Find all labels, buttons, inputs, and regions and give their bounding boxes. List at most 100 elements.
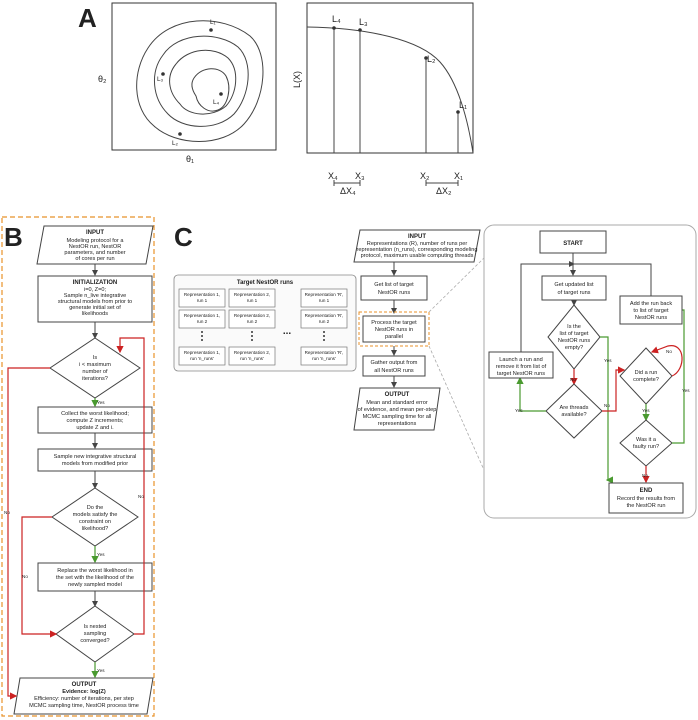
curve-x-tick-x4: X₄ <box>328 171 338 181</box>
panel-c-detail-flow: START Get updated list of target runs Is… <box>483 224 697 519</box>
run-cell-label: run 'n_runs' <box>240 356 264 361</box>
b-init-line-4: generate initial set of <box>69 305 121 311</box>
c-output-line-4: representations <box>378 421 417 427</box>
run-cell <box>178 288 226 308</box>
run-cell-label: Representation 1, <box>184 313 220 318</box>
contour-point-l4: L₄ <box>213 99 220 106</box>
run-cell-label: Representation 1, <box>184 350 220 355</box>
contour-point-l1: L₁ <box>210 19 216 26</box>
c-get-list-line-2: NestOR runs <box>378 290 411 296</box>
b-output-line-2: Efficiency: number of iterations, per st… <box>34 696 134 702</box>
b-init-title: INITIALIZATION <box>73 280 118 286</box>
run-cell <box>178 346 226 366</box>
run-cell-label: run 1 <box>247 298 258 303</box>
b-input-line-3: parameters, and number <box>64 250 125 256</box>
d-no-complete: No <box>666 349 672 354</box>
run-cell <box>178 309 226 329</box>
curve-point-l4: L₄ <box>332 14 341 24</box>
c-get-list-line-1: Get list of target <box>374 282 414 288</box>
run-cell-label: Representation 'R', <box>305 350 344 355</box>
b-no-decision1: No <box>4 510 10 515</box>
run-cell <box>228 288 276 308</box>
panel-label-a: A <box>78 3 97 33</box>
ellipsis-dot <box>251 339 253 341</box>
run-cell-label: Representation 2, <box>234 313 270 318</box>
runs-ellipsis: ... <box>283 326 292 337</box>
b-input-line-2: NestOR run, NestOR <box>69 244 122 250</box>
panel-c-main-flow: INPUT Representations (R), number of run… <box>353 229 485 471</box>
run-cell <box>300 346 348 366</box>
run-cell-label: Representation 1, <box>184 292 220 297</box>
d-complete-line-2: complete? <box>633 377 659 383</box>
d-no-faulty: No <box>642 473 648 478</box>
b-decision3-line-1: Is nested <box>84 624 107 630</box>
d-launch-line-1: Launch a run and <box>499 357 543 363</box>
b-collect-line-2: compute Z increments; <box>67 418 124 424</box>
curve-point-l1: L₁ <box>459 100 467 110</box>
run-cell-label: run 1 <box>319 298 330 303</box>
c-output-title: OUTPUT <box>385 392 410 398</box>
curve-point-l3: L₃ <box>359 17 368 27</box>
d-no-threads: No <box>604 403 610 408</box>
d-end-title: END <box>640 488 653 494</box>
contour-point-l2: L₂ <box>172 140 179 147</box>
b-decision1-line-3: number of <box>82 369 108 375</box>
interval-dx2: ΔX₂ <box>436 186 452 196</box>
b-no-decision2: No <box>22 574 28 579</box>
ellipsis-dot <box>251 331 253 333</box>
panel-label-c: C <box>174 222 193 252</box>
d-launch-line-2: remove it from list of <box>496 364 547 370</box>
run-cell-label: run 2 <box>247 319 258 324</box>
b-collect-line-1: Collect the worst likelihood; <box>61 411 129 417</box>
c-output-line-3: MCMC sampling time for all <box>363 414 432 420</box>
b-decision1-line-4: iterations? <box>82 376 108 382</box>
run-cell <box>300 288 348 308</box>
contour-plot: L₁ L₃ L₄ L₂ θ₂ θ₁ <box>98 2 277 164</box>
c-process-line-3: parallel <box>385 334 403 340</box>
d-start: START <box>563 241 583 247</box>
interval-dx4: ΔX₄ <box>340 186 356 196</box>
c-input-line-3: protocol, maximum usable computing threa… <box>361 253 474 259</box>
d-add-back-line-2: to list of target <box>633 308 669 314</box>
likelihood-curve-plot: L₄ L₃ L₂ L₁ L(X) X₄ X₃ X₂ X₁ ΔX₄ ΔX₂ <box>292 2 474 196</box>
run-cell <box>228 309 276 329</box>
run-cell-label: run 1 <box>197 298 208 303</box>
b-decision2-line-4: likelihood? <box>82 526 108 532</box>
b-output-title: OUTPUT <box>72 682 97 688</box>
b-input-title: INPUT <box>86 230 104 236</box>
b-output-line-3: MCMC sampling time, NestOR process time <box>29 703 139 709</box>
d-add-back-line-3: NestOR runs <box>635 315 668 321</box>
b-output-line-1: Evidence: log(Z) <box>62 689 106 695</box>
b-decision1-line-1: Is <box>93 355 98 361</box>
run-cell-label: Representation 'R', <box>305 292 344 297</box>
b-decision2-line-3: constraint on <box>79 519 111 525</box>
panel-b-flowchart: INPUT Modeling protocol for a NestOR run… <box>4 225 154 715</box>
d-empty-line-1: Is the <box>567 324 581 330</box>
target-runs-table: Target NestOR runs Representation 1,run … <box>173 274 357 372</box>
d-end-line-1: Record the results from <box>617 496 675 502</box>
d-updated-line-2: of target runs <box>558 290 591 296</box>
d-launch-line-3: target NestOR runs <box>497 371 545 377</box>
ellipsis-dot <box>201 339 203 341</box>
d-yes-empty: Yes <box>604 358 612 363</box>
c-process-line-2: NestOR runs in <box>375 327 413 333</box>
b-collect-line-3: update Z and i. <box>76 425 114 431</box>
b-decision2-line-1: Do the <box>87 505 103 511</box>
ellipsis-dot <box>323 339 325 341</box>
c-output-line-1: Mean and standard error <box>366 400 428 406</box>
curve-y-axis-label: L(X) <box>292 71 302 88</box>
d-empty-line-2: list of target <box>560 331 589 337</box>
d-add-back-line-1: Add the run back <box>630 301 672 307</box>
b-no-loop: No <box>138 494 144 499</box>
c-gather-line-2: all NestOR runs <box>374 368 414 374</box>
c-gather-line-1: Gather output from <box>371 360 418 366</box>
panel-label-b: B <box>4 222 23 252</box>
ellipsis-dot <box>251 335 253 337</box>
d-end-line-2: the NestOR run <box>627 503 666 509</box>
contour-point-l3: L₃ <box>157 76 164 83</box>
ellipsis-dot <box>201 335 203 337</box>
c-output-line-2: of evidence, and mean per-step <box>358 407 437 413</box>
ellipsis-dot <box>323 335 325 337</box>
c-input-title: INPUT <box>408 234 426 240</box>
